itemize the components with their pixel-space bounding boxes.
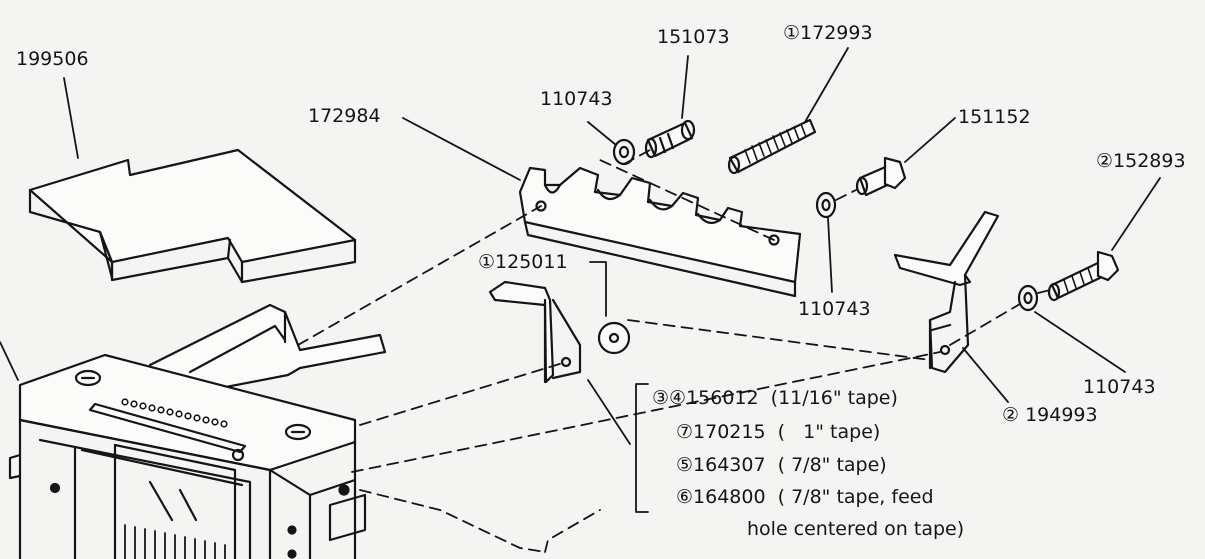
- leader-lines: [0, 47, 1161, 403]
- label-151152: 151152: [958, 106, 1031, 128]
- spacer-plate-199506: [28, 148, 357, 284]
- label-110743-mid: 110743: [798, 298, 871, 320]
- threaded-stud-172993: [727, 118, 817, 175]
- tape-options-brace: [587, 379, 649, 513]
- screw-151152: [855, 156, 907, 197]
- tape-option-4-cont: hole centered on tape): [747, 518, 965, 540]
- label-125011: ①125011: [478, 251, 568, 273]
- label-151073: 151073: [657, 26, 730, 48]
- screw-152893: [1047, 250, 1120, 302]
- bracket-125011: [488, 280, 582, 384]
- label-172984: 172984: [308, 105, 381, 127]
- tape-option-3: ⑤164307 ( 7/8" tape): [676, 454, 887, 476]
- label-199506: 199506: [16, 48, 89, 70]
- printer-frame: [8, 303, 387, 559]
- label-110743-top: 110743: [540, 88, 613, 110]
- bracket-194993: [893, 210, 1000, 374]
- spacer-washer: [597, 321, 631, 355]
- label-194993: ② 194993: [1002, 404, 1098, 426]
- tape-option-2: ⑦170215 ( 1" tape): [676, 421, 881, 443]
- screw-151073: [644, 119, 696, 159]
- alignment-lines: [297, 149, 1051, 553]
- tape-guide-bracket-172984: [518, 166, 802, 298]
- tape-option-4: ⑥164800 ( 7/8" tape, feed: [676, 486, 934, 508]
- label-152893: ②152893: [1096, 150, 1186, 172]
- tape-option-1: ③④156012 (11/16" tape): [652, 387, 898, 409]
- lockwasher-110743-mid: [815, 191, 837, 219]
- lockwasher-110743-right: [1017, 284, 1039, 312]
- label-110743-right: 110743: [1083, 376, 1156, 398]
- label-172993: ①172993: [783, 22, 873, 44]
